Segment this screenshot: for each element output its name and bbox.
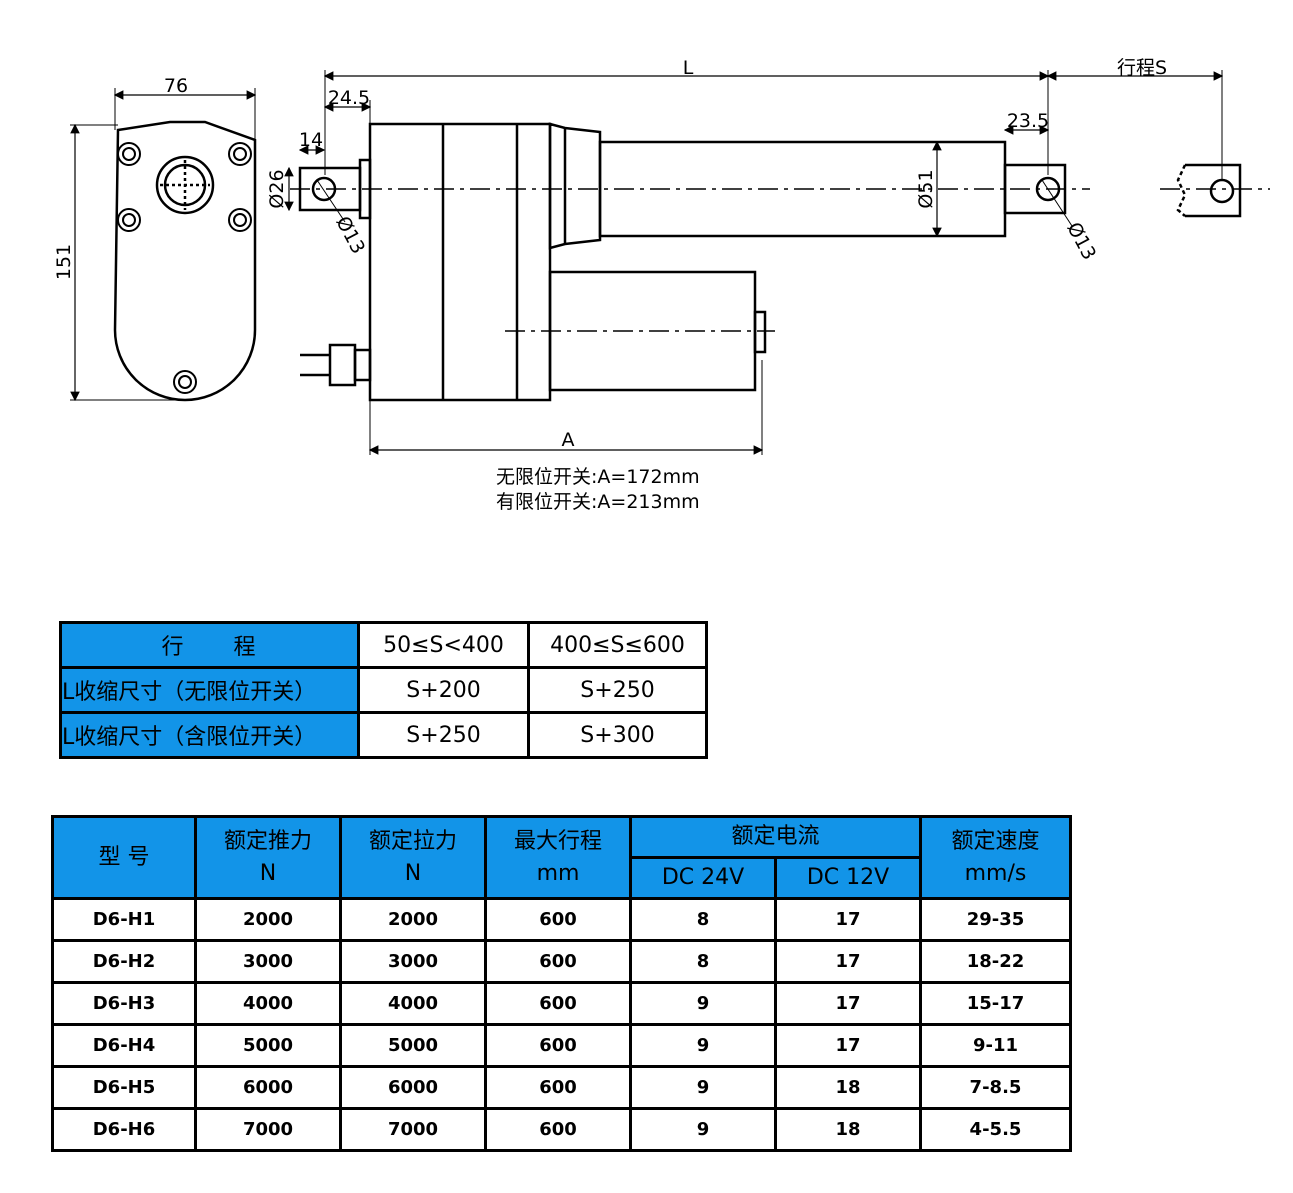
model-cell: D6-H6 (51, 1107, 197, 1152)
table-cell: 29-35 (919, 897, 1072, 942)
dim-24-5: 24.5 (328, 87, 370, 109)
table-cell: 17 (774, 939, 922, 984)
dim-23-5: 23.5 (1007, 110, 1049, 132)
note-no-limit-switch: 无限位开关:A=172mm (496, 466, 700, 488)
gearbox-outline (113, 120, 257, 402)
row-label-with-switch: L收缩尺寸（含限位开关） (59, 711, 360, 759)
table-cell: 9-11 (919, 1023, 1072, 1068)
table-row: L收缩尺寸（无限位开关） S+200 S+250 (59, 666, 708, 714)
header-dc12: DC 12V (774, 856, 922, 900)
dim-phi-13-right: Ø13 (1062, 219, 1100, 264)
header-rated-current: 额定电流 (629, 815, 922, 859)
table-cell: 2000 (194, 897, 342, 942)
bolt-icon (117, 142, 252, 394)
row-label-no-switch: L收缩尺寸（无限位开关） (59, 666, 360, 714)
dim-phi-26: Ø26 (266, 169, 288, 208)
dim-width-76: 76 (164, 75, 188, 97)
front-view (284, 70, 1270, 455)
table-cell: 8 (629, 939, 777, 984)
table-cell: 600 (484, 1023, 632, 1068)
table-cell: 18 (774, 1107, 922, 1152)
dim-stroke-S: 行程S (1117, 57, 1167, 79)
table-cell: 17 (774, 981, 922, 1026)
cable-gland (328, 343, 357, 387)
table-cell: 6000 (194, 1065, 342, 1110)
stroke-length-table: 行 程 50≤S<400 400≤S≤600 L收缩尺寸（无限位开关） S+20… (59, 621, 708, 759)
table-cell: 6000 (339, 1065, 487, 1110)
table-row: L收缩尺寸（含限位开关） S+250 S+300 (59, 711, 708, 759)
model-cell: D6-H3 (51, 981, 197, 1026)
dim-A: A (562, 429, 575, 451)
dim-height-151: 151 (53, 244, 75, 280)
table-cell: 7-8.5 (919, 1065, 1072, 1110)
table-cell: 4000 (194, 981, 342, 1026)
table-cell: S+250 (357, 711, 530, 759)
table-cell: 5000 (339, 1023, 487, 1068)
table-cell: S+250 (527, 666, 708, 714)
table-cell: 4000 (339, 981, 487, 1026)
table-cell: S+200 (357, 666, 530, 714)
table-cell: 8 (629, 897, 777, 942)
model-cell: D6-H4 (51, 1023, 197, 1068)
model-cell: D6-H2 (51, 939, 197, 984)
actuator-technical-drawing: 76 151 (53, 57, 1270, 513)
table-cell: 600 (484, 981, 632, 1026)
dim-L: L (683, 57, 694, 79)
header-range-1: 50≤S<400 (357, 621, 530, 669)
table-cell: 15-17 (919, 981, 1072, 1026)
dim-14: 14 (299, 129, 323, 151)
table-cell: 5000 (194, 1023, 342, 1068)
table-cell: 600 (484, 939, 632, 984)
table-cell: 9 (629, 981, 777, 1026)
table-cell: 3000 (339, 939, 487, 984)
model-cell: D6-H5 (51, 1065, 197, 1110)
table-cell: 17 (774, 1023, 922, 1068)
shaft-hub (155, 155, 215, 215)
table-cell: 9 (629, 1023, 777, 1068)
note-with-limit-switch: 有限位开关:A=213mm (496, 491, 700, 513)
gearbox-housing (368, 122, 552, 402)
table-cell: 2000 (339, 897, 487, 942)
side-view (70, 88, 257, 402)
table-cell: 18-22 (919, 939, 1072, 984)
table-cell: 4-5.5 (919, 1107, 1072, 1152)
table-cell: 600 (484, 1065, 632, 1110)
table-cell: S+300 (527, 711, 708, 759)
table-cell: 17 (774, 897, 922, 942)
table-header-row: DC 24V DC 12V (53, 856, 1071, 900)
dim-phi-51: Ø51 (915, 169, 937, 208)
table-cell: 18 (774, 1065, 922, 1110)
model-cell: D6-H1 (51, 897, 197, 942)
header-dc24: DC 24V (629, 856, 777, 900)
table-cell: 600 (484, 897, 632, 942)
table-cell: 9 (629, 1107, 777, 1152)
table-cell: 3000 (194, 939, 342, 984)
header-model: 型 号 (51, 815, 197, 900)
table-row: 行 程 50≤S<400 400≤S≤600 (59, 621, 708, 669)
table-cell: 600 (484, 1107, 632, 1152)
table-cell: 7000 (339, 1107, 487, 1152)
header-stroke: 行 程 (59, 621, 360, 669)
table-cell: 7000 (194, 1107, 342, 1152)
dim-phi-13-left: Ø13 (331, 213, 369, 258)
header-range-2: 400≤S≤600 (527, 621, 708, 669)
table-cell: 9 (629, 1065, 777, 1110)
